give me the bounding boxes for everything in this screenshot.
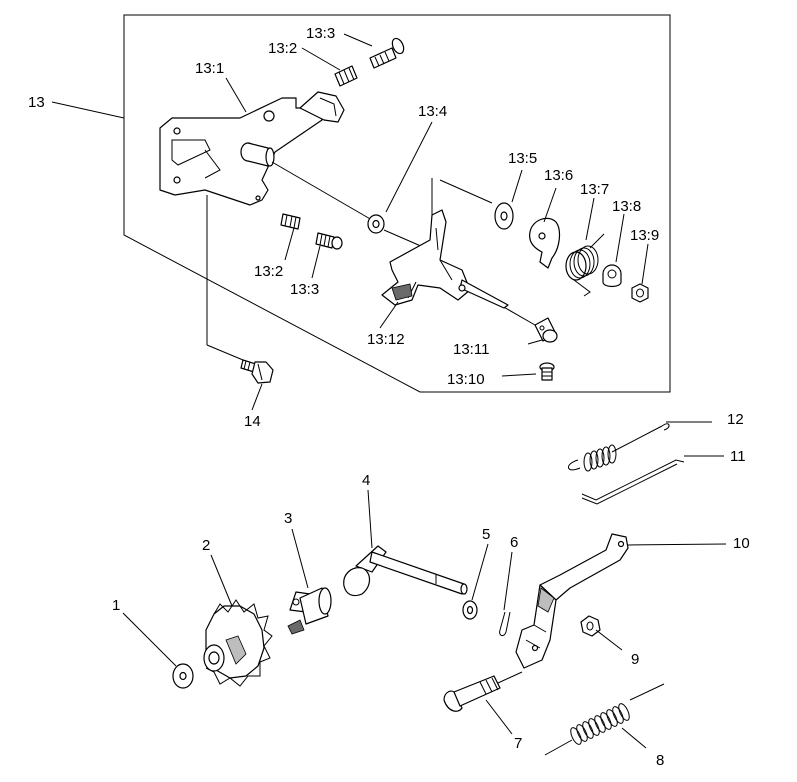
part-13-10-screw <box>539 362 555 381</box>
callout-13-9: 13:9 <box>630 227 659 244</box>
callout-13: 13 <box>28 94 45 111</box>
part-13-8-bushing <box>602 264 622 288</box>
part-1-washer <box>172 663 194 689</box>
callout-12: 12 <box>727 411 744 428</box>
part-6-cotter-pin <box>499 611 511 637</box>
part-13-2-set-screw-upper <box>334 65 358 87</box>
part-13-3-screw-upper <box>369 37 405 69</box>
part-9-nut <box>580 615 601 637</box>
callout-1: 1 <box>112 597 120 614</box>
part-14-bolt <box>240 359 274 384</box>
callout-13-2-upper: 13:2 <box>268 40 297 57</box>
callout-13-7: 13:7 <box>580 181 609 198</box>
callout-13-6: 13:6 <box>544 167 573 184</box>
callout-13-8: 13:8 <box>612 198 641 215</box>
assembly-13-boundary <box>123 14 671 393</box>
part-13-6-cam-plate <box>529 217 561 269</box>
callout-10: 10 <box>733 535 750 552</box>
callout-13-3-upper: 13:3 <box>306 25 335 42</box>
callout-7: 7 <box>514 735 522 752</box>
callout-8: 8 <box>656 752 664 769</box>
callout-13-10: 13:10 <box>447 371 485 388</box>
callout-6: 6 <box>510 534 518 551</box>
part-13-11-pin <box>534 317 558 343</box>
part-12-return-spring <box>568 423 670 472</box>
part-13-4-washer <box>367 214 385 234</box>
callout-5: 5 <box>482 526 490 543</box>
callout-2: 2 <box>202 537 210 554</box>
part-13-7-torsion-spring <box>565 233 605 297</box>
part-4-shaft-lever <box>343 545 468 597</box>
callout-13-5: 13:5 <box>508 150 537 167</box>
part-11-link-rod <box>581 459 685 505</box>
part-7-bolt <box>443 675 501 712</box>
part-5-washer <box>462 600 478 620</box>
callout-13-4: 13:4 <box>418 103 447 120</box>
bolt-7-axis-line <box>497 671 523 684</box>
callout-14: 14 <box>244 413 261 430</box>
callout-13-12: 13:12 <box>367 331 405 348</box>
part-13-3-screw-lower <box>315 232 343 250</box>
part-8-tension-spring <box>544 683 665 756</box>
callout-4: 4 <box>362 472 370 489</box>
part-13-2-set-screw-lower <box>280 213 301 230</box>
part-13-5-washer <box>494 202 514 230</box>
part-10-control-lever <box>515 533 629 669</box>
part-13-12-lever-plate <box>381 209 509 309</box>
part-13-1-bracket-plate <box>159 91 345 206</box>
callout-9: 9 <box>631 651 639 668</box>
callout-13-3-lower: 13:3 <box>290 281 319 298</box>
part-3-bushing <box>287 587 332 635</box>
callout-3: 3 <box>284 510 292 527</box>
part-2-gear <box>203 599 273 687</box>
callout-13-2-lower: 13:2 <box>254 263 283 280</box>
callout-13-1: 13:1 <box>195 60 224 77</box>
part-13-9-nut <box>631 283 649 303</box>
leader-lines <box>51 33 727 749</box>
callout-11: 11 <box>730 448 746 465</box>
callout-13-11: 13:11 <box>453 341 489 358</box>
